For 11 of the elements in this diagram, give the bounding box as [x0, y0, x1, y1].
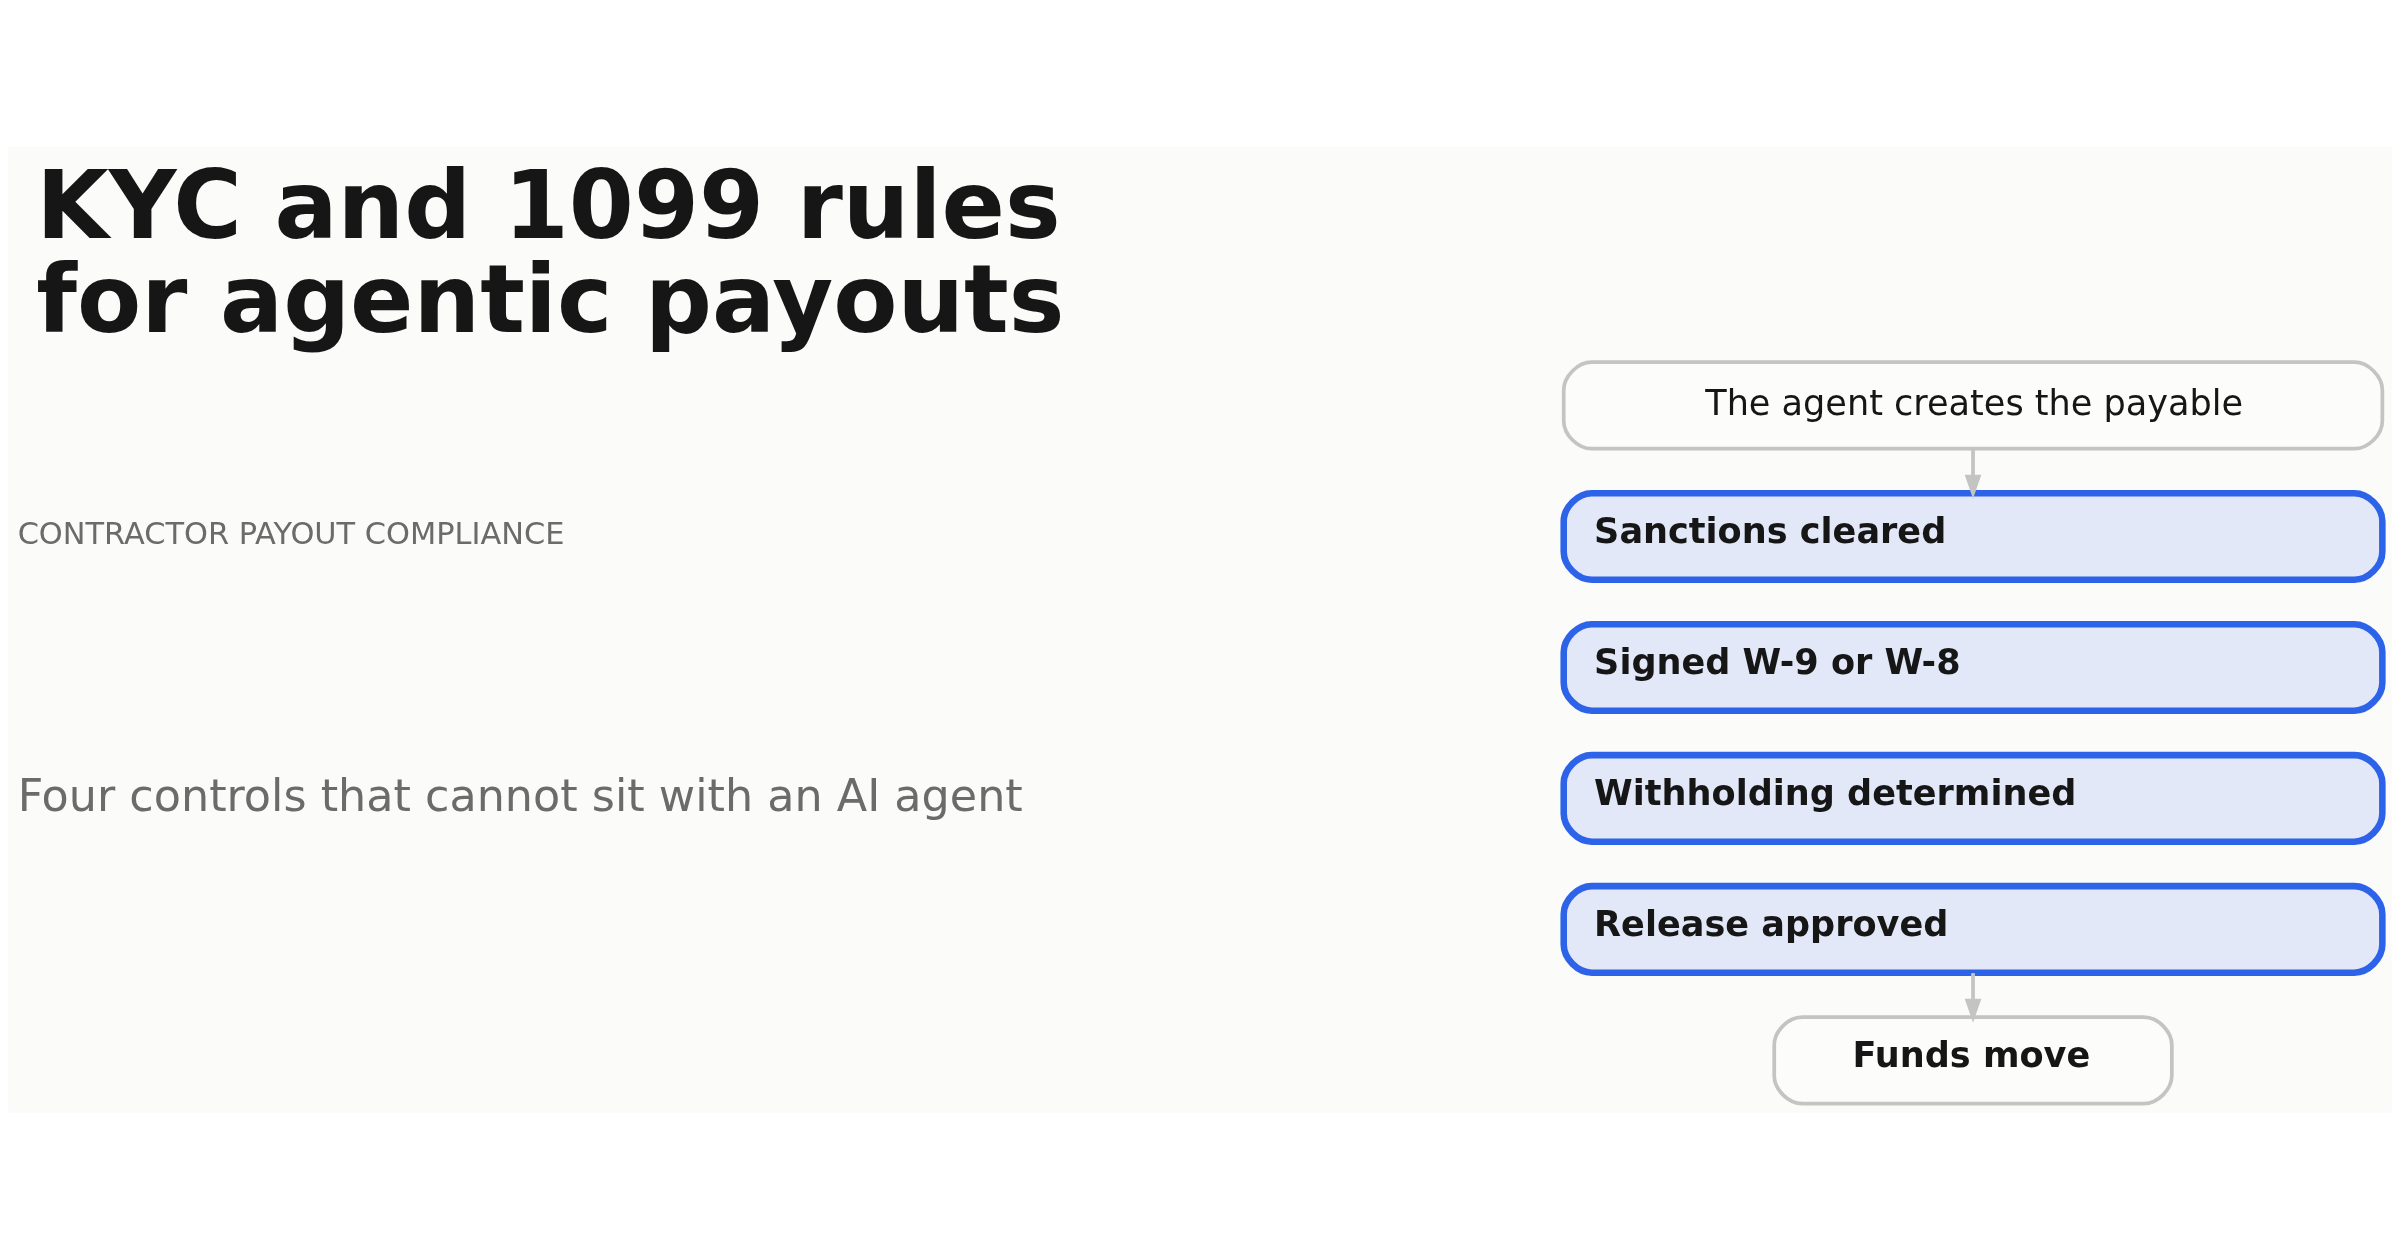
node-box: Funds move — [1772, 1015, 2174, 1106]
arrow — [1964, 449, 1982, 499]
node-box: Signed W-9 or W-8 — [1560, 620, 2386, 714]
label: Four controls that cannot sit with an AI agent — [17, 769, 1023, 821]
node-box: The agent creates the payable — [1561, 360, 2385, 451]
node-box: Sanctions cleared — [1560, 489, 2386, 583]
diagram-title: KYC and 1099 rules for agentic payouts — [36, 151, 1065, 354]
label: CONTRACTOR PAYOUT COMPLIANCE — [17, 516, 565, 552]
arrow — [1964, 973, 1982, 1023]
node-box: Release approved — [1560, 882, 2386, 976]
node-box: Withholding determined — [1560, 751, 2386, 845]
